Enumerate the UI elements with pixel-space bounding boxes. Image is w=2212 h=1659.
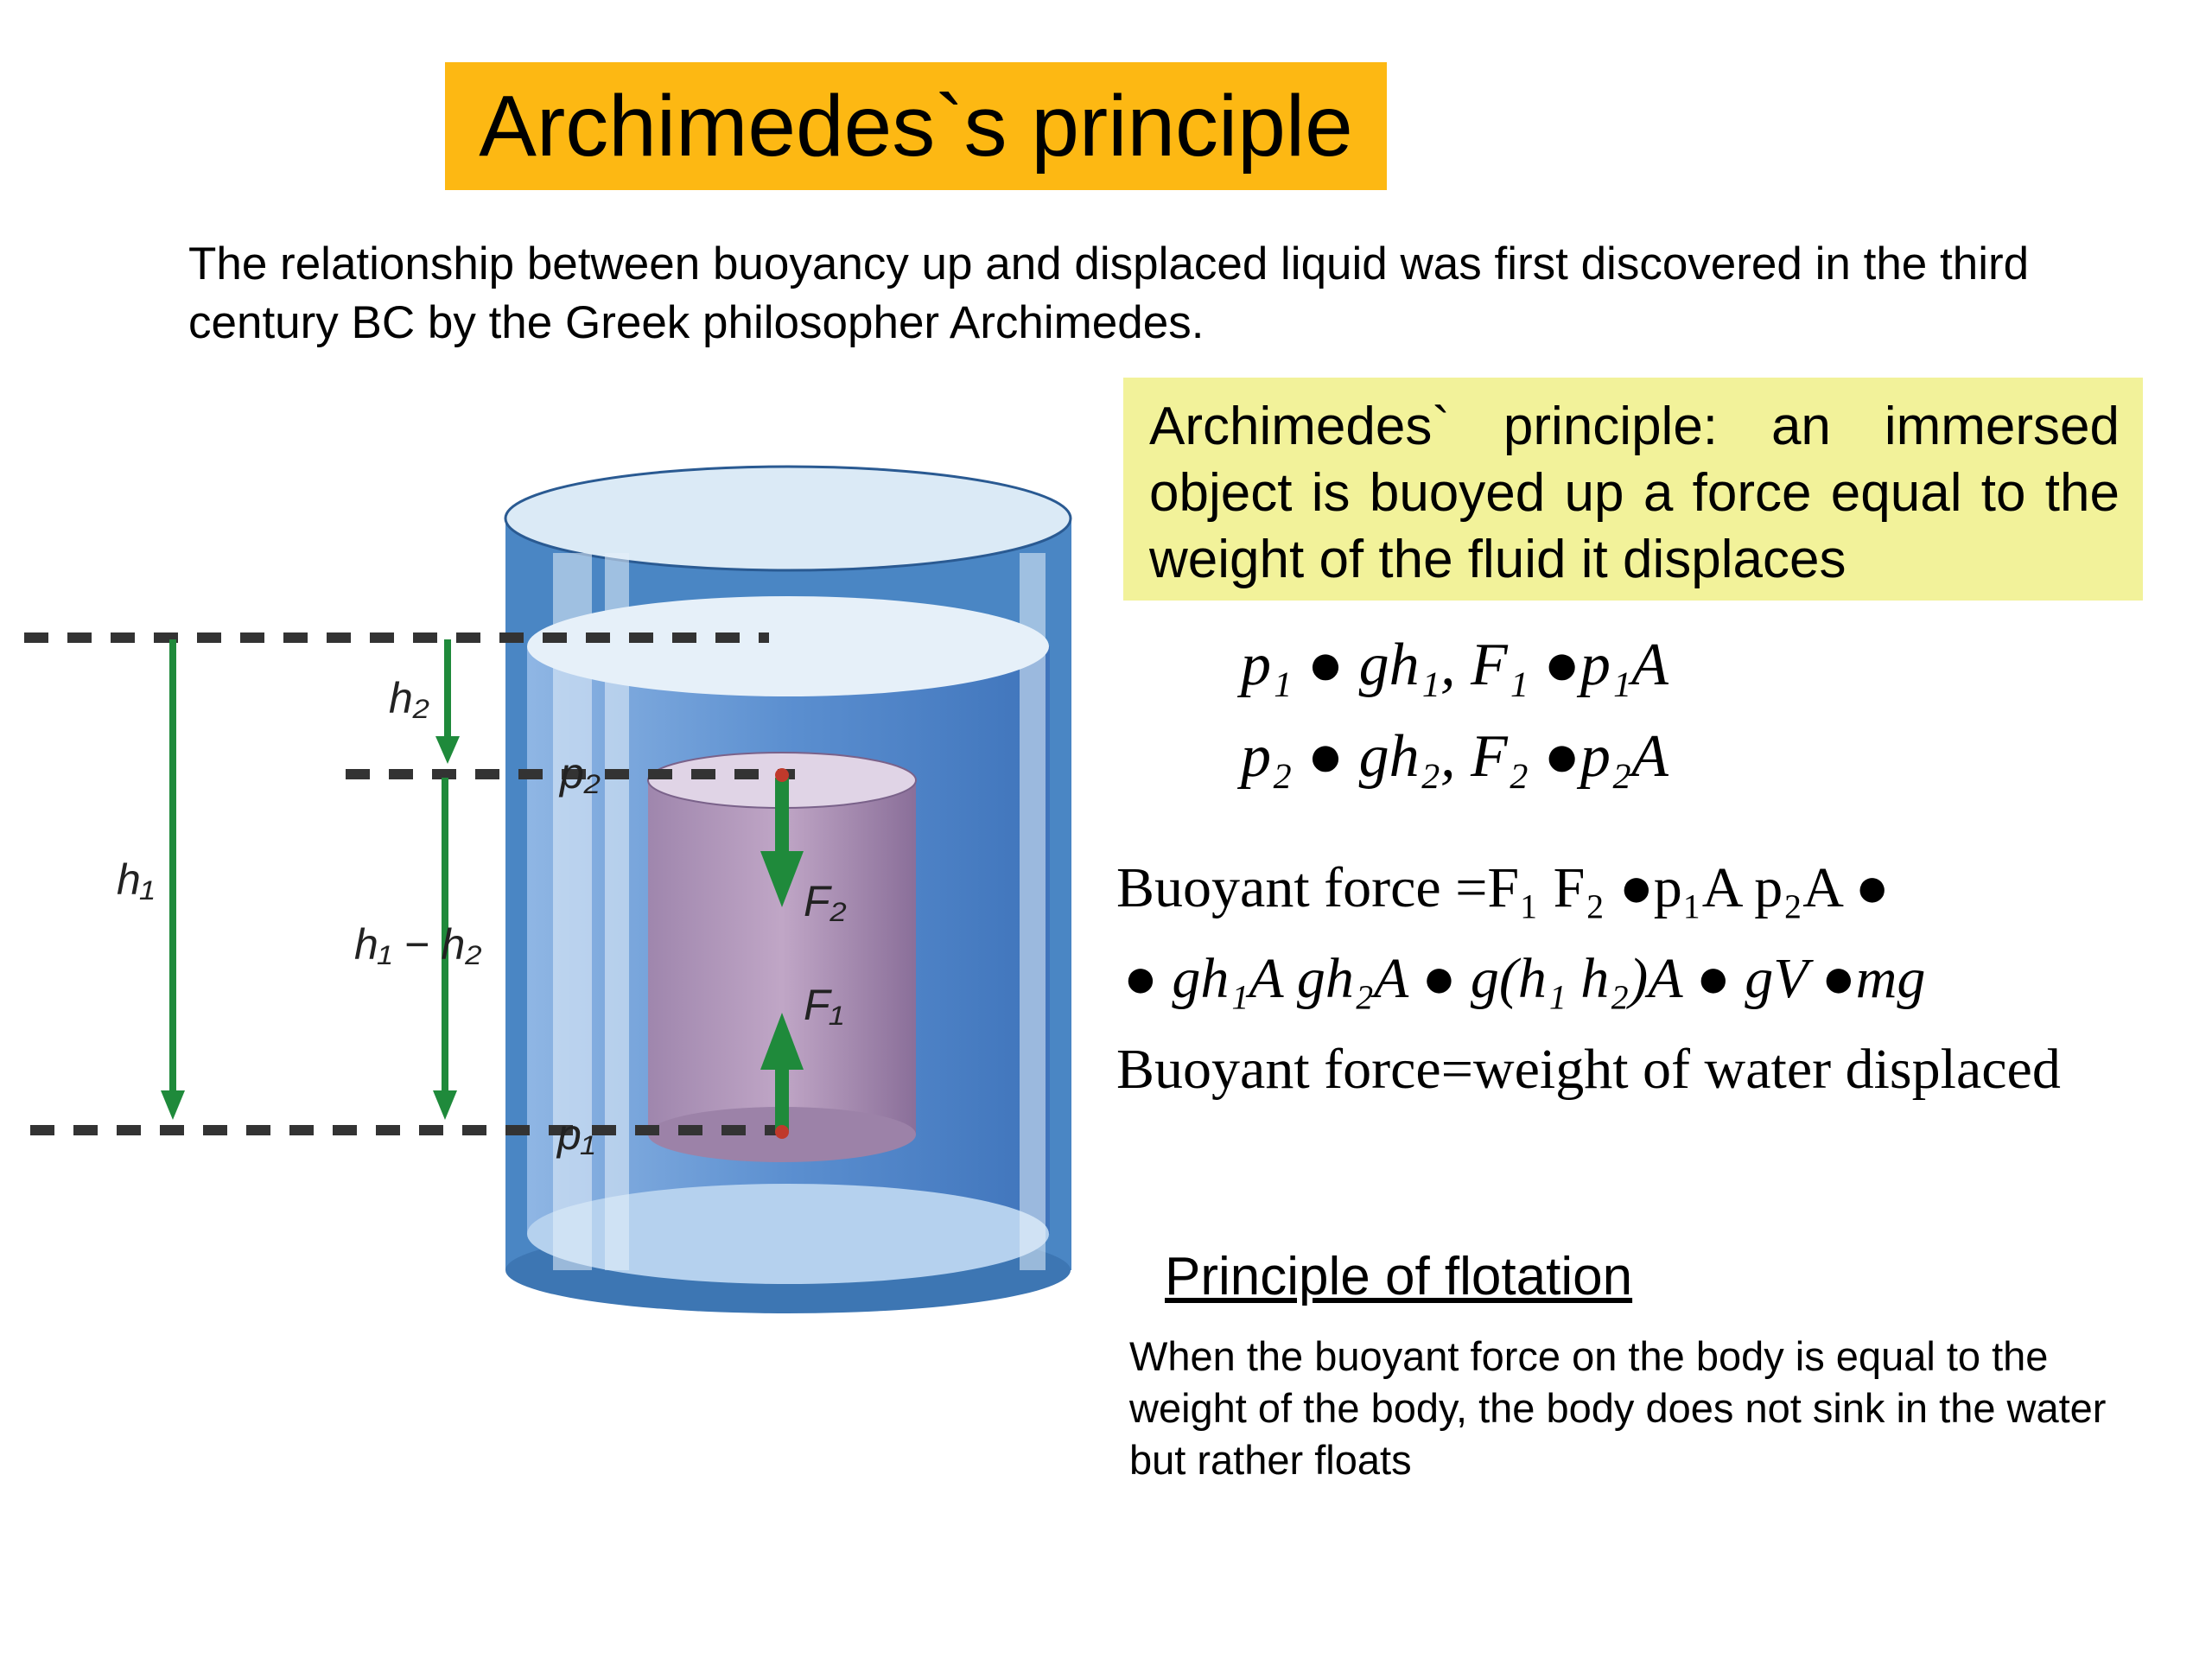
equation-1: p₁ ● gh₁, F₁ ●p₁A bbox=[1241, 632, 1669, 698]
label-p1: p₁ bbox=[556, 1110, 595, 1159]
label-h1-minus-h2: h₁ − h₂ bbox=[354, 920, 481, 969]
buoyant-line-3: Buoyant force=weight of water displaced bbox=[1116, 1038, 2061, 1101]
buoyant-line-1: Buoyant force =F₁ ⁠F₂ ●p₁A p₂A ● bbox=[1116, 856, 1890, 919]
label-F1: F₁ bbox=[804, 981, 843, 1029]
glass-highlights bbox=[553, 553, 1046, 1270]
cylinder-diagram: h₂ h₁ h₁ − h₂ p₂ p₁ F₂ F₁ bbox=[24, 465, 1072, 1313]
label-F2: F₂ bbox=[804, 877, 847, 925]
flotation-text: When the buoyant force on the body is eq… bbox=[1129, 1333, 2107, 1483]
force-arrows bbox=[760, 768, 804, 1139]
definition-text: Archimedes` principle: an immersed objec… bbox=[1149, 397, 2120, 589]
dashed-levels bbox=[24, 632, 795, 1135]
page-title: Archimedes`s principle bbox=[479, 78, 1353, 175]
definition-box: Archimedes` principle: an immersed objec… bbox=[1123, 378, 2143, 601]
flotation-heading: Principle of flotation bbox=[1165, 1247, 1633, 1306]
intro-text: The relationship between buoyancy up and… bbox=[188, 238, 2030, 348]
buoyant-line-2: ● gh₁A gh₂A ● g(h₁ h₂)A ● gV ●mg bbox=[1123, 947, 1926, 1010]
label-h2: h₂ bbox=[389, 674, 429, 722]
title-banner: Archimedes`s principle bbox=[445, 62, 1387, 190]
label-h1: h₁ bbox=[117, 855, 155, 904]
height-arrows bbox=[161, 639, 460, 1120]
label-p2: p₂ bbox=[558, 749, 601, 798]
equation-2: p₂ ● gh₂, F₂ ●p₂A bbox=[1241, 723, 1669, 790]
